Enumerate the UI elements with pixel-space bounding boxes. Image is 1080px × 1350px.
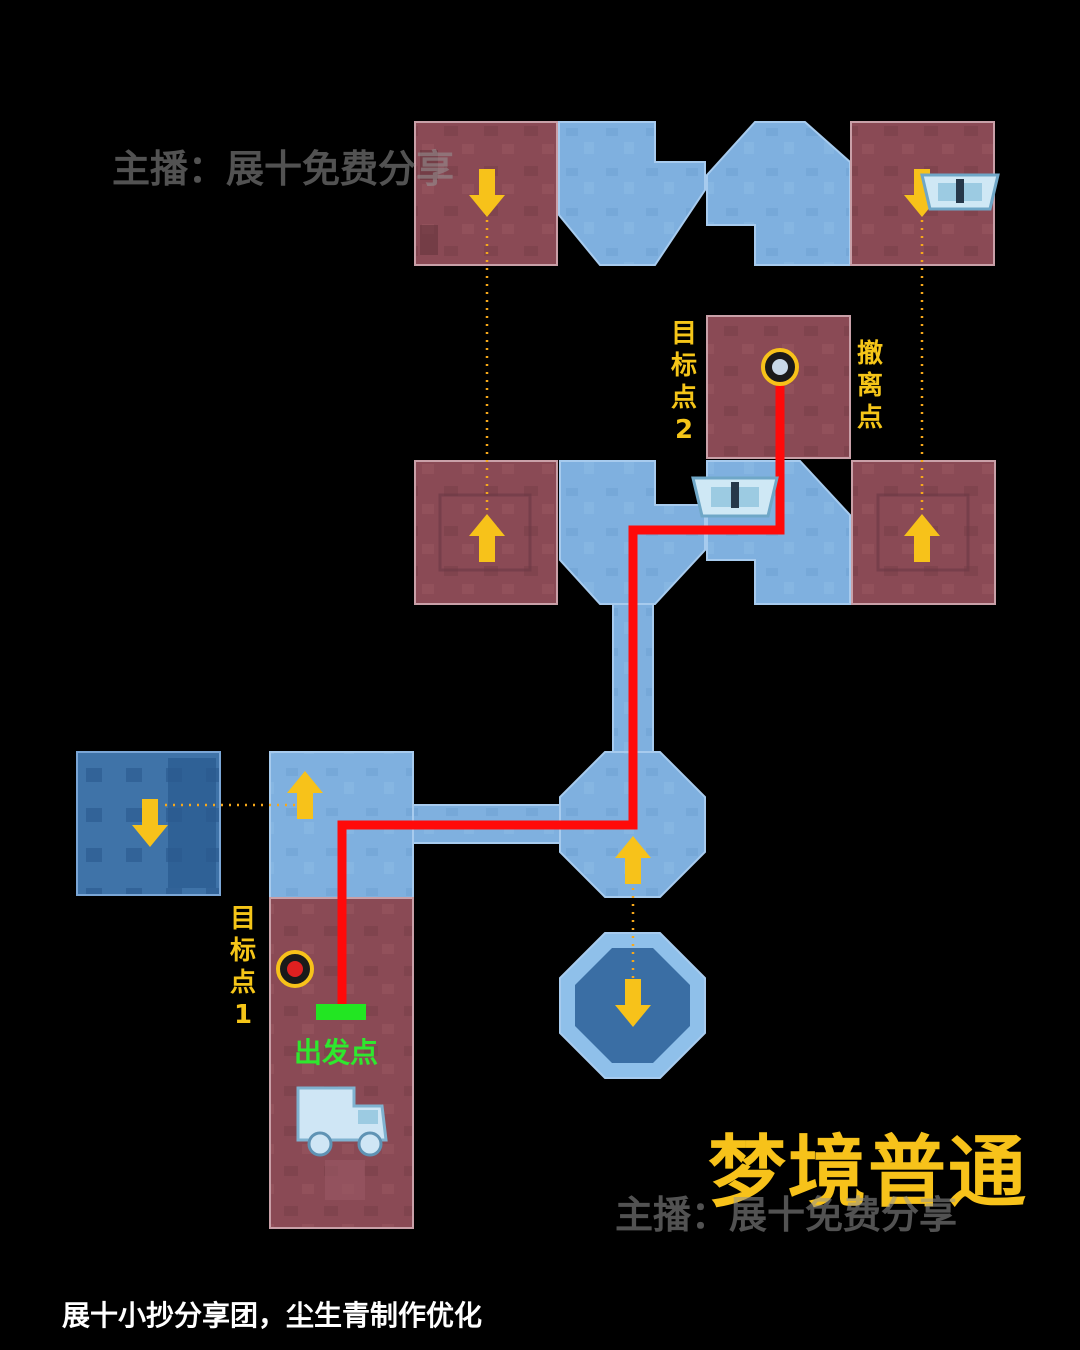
target-marker-icon bbox=[276, 950, 314, 988]
watermark-top: 主播：展十免费分享 bbox=[112, 147, 455, 191]
start-marker-icon bbox=[316, 1004, 366, 1020]
label-target-2-text: 目标点 bbox=[670, 319, 697, 413]
room-mid-left bbox=[414, 460, 558, 605]
room-top-blue-right bbox=[706, 121, 851, 266]
route-path bbox=[337, 368, 785, 1005]
label-target-1-number: 1 bbox=[233, 1000, 253, 1030]
label-target-2-number: 2 bbox=[674, 415, 694, 445]
label-extract-text: 撤离点 bbox=[856, 339, 883, 433]
watermark-bottom: 主播：展十免费分享 bbox=[615, 1193, 958, 1237]
label-target-1-text: 目标点 bbox=[229, 904, 256, 998]
label-extract: 撤离点 bbox=[853, 338, 887, 434]
chest-icon bbox=[920, 173, 1000, 211]
target-marker-icon bbox=[761, 348, 799, 386]
label-target-1: 目标点 1 bbox=[226, 903, 260, 1031]
teleport-links bbox=[165, 220, 924, 990]
cart-vehicle-icon bbox=[296, 1086, 388, 1157]
room-top-blue-left bbox=[558, 121, 706, 266]
credit-line: 展十小抄分享团，尘生青制作优化 bbox=[62, 1299, 483, 1332]
page-title: 梦境普通 bbox=[708, 1128, 1029, 1218]
chest-icon bbox=[691, 476, 779, 518]
label-target-2: 目标点 2 bbox=[667, 318, 701, 446]
label-start: 出发点 bbox=[294, 1036, 379, 1069]
